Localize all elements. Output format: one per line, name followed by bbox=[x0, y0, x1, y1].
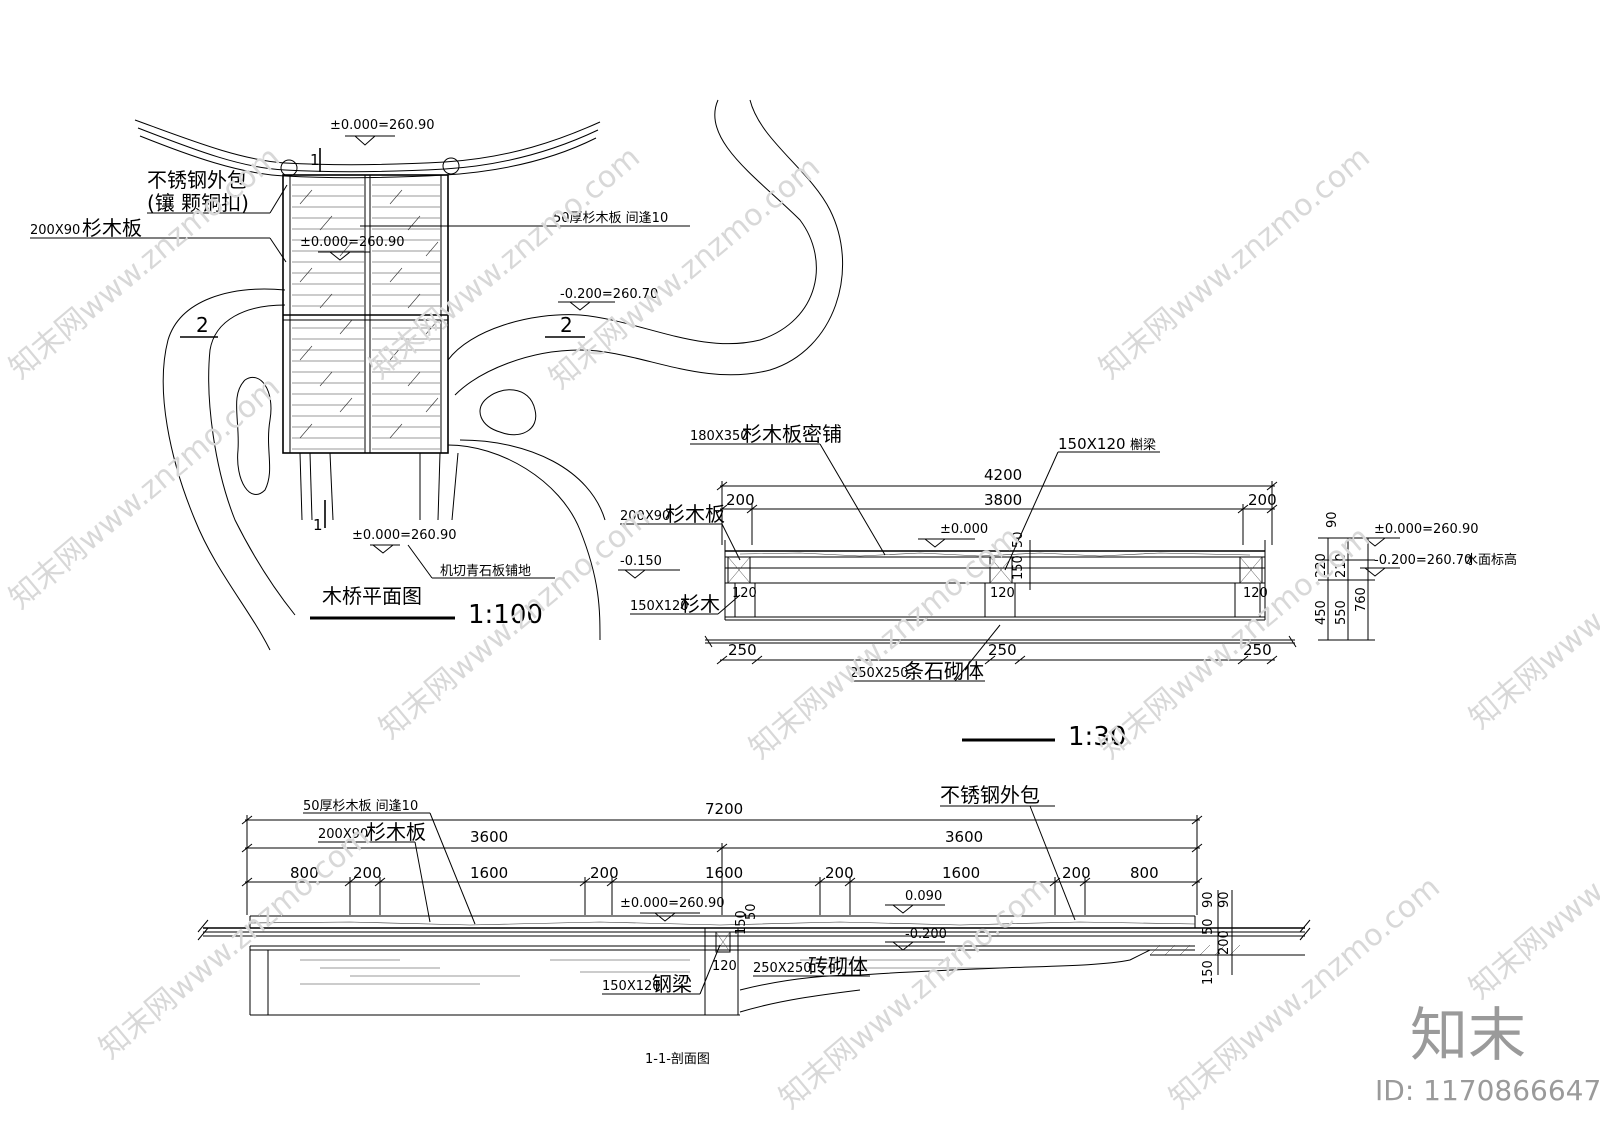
plan-elev-bottom: ±0.000=260.90 bbox=[352, 528, 457, 543]
logo-text: 知末 bbox=[1410, 1001, 1526, 1069]
s1-dim-7200: 7200 bbox=[705, 800, 743, 818]
plank-lines bbox=[292, 184, 440, 450]
s1-label-brick-name: 砖砌体 bbox=[808, 954, 868, 978]
s1-title: 1-1-剖面图 bbox=[645, 1052, 710, 1067]
section-mark-2-right: 2 bbox=[560, 313, 573, 337]
s2-dim-250-left: 250 bbox=[728, 641, 757, 659]
s2-elev-water: -0.200=260.70 bbox=[1374, 553, 1472, 568]
plan-label-paving: 机切青石板铺地 bbox=[440, 564, 531, 579]
s1-elev-zero: ±0.000=260.90 bbox=[620, 896, 725, 911]
plan-label-steel: 不锈钢外包 bbox=[147, 168, 247, 192]
s2-stone-name: 条石砌体 bbox=[904, 659, 984, 683]
s2-dim-220: 220 bbox=[1314, 553, 1329, 578]
s1-label-board-name: 杉木板 bbox=[366, 820, 426, 844]
s2-dim-760: 760 bbox=[1354, 587, 1369, 612]
s1-label-beam-size: 150X120 bbox=[602, 979, 661, 994]
s1-dim-200-d: 200 bbox=[1062, 864, 1091, 882]
section-mark-2-left: 2 bbox=[196, 313, 209, 337]
watermark-text: 知末网www.znzmo.com bbox=[773, 870, 1057, 1116]
s2-elev-top: ±0.000=260.90 bbox=[1374, 522, 1479, 537]
s2-minus-150: -0.150 bbox=[620, 554, 662, 569]
s1-dim-150-right: 150 bbox=[1201, 960, 1216, 985]
plan-label-board-name: 杉木板 bbox=[82, 216, 142, 240]
s1-elev-090: 0.090 bbox=[905, 889, 942, 904]
watermark-text: 知末网www.znzmo.com bbox=[1463, 490, 1600, 736]
s2-dim-120-left: 120 bbox=[732, 586, 757, 601]
s1-dim-120: 120 bbox=[712, 959, 737, 974]
s2-dim-250-right: 250 bbox=[1243, 641, 1272, 659]
watermark-text: 知末网www.znzmo.com bbox=[3, 370, 287, 616]
section-mark-1-bottom: 1 bbox=[313, 516, 323, 534]
plan-elev-water: -0.200=260.70 bbox=[560, 287, 658, 302]
s2-dim-150: 150 bbox=[1011, 555, 1026, 580]
s2-dim-550: 550 bbox=[1334, 600, 1349, 625]
s1-dim-200-right: 200 bbox=[1217, 930, 1232, 955]
s1-dim-3600-left: 3600 bbox=[470, 828, 508, 846]
s1-dim-1600-c: 1600 bbox=[942, 864, 980, 882]
s2-scale: 1:30 bbox=[1068, 722, 1126, 752]
s1-dim-ticks bbox=[241, 877, 1203, 915]
s2-board-size: 200X90 bbox=[620, 509, 670, 524]
s2-dim-210: 210 bbox=[1334, 553, 1349, 578]
s1-dim-1600-a: 1600 bbox=[470, 864, 508, 882]
s2-wood-name: 杉木 bbox=[680, 592, 720, 616]
s2-beam-size: 150X120 bbox=[1058, 435, 1126, 453]
s1-dim-3600-right: 3600 bbox=[945, 828, 983, 846]
watermark-text: 知末网www.znzmo.com bbox=[3, 140, 287, 386]
s1-label-steel: 不锈钢外包 bbox=[940, 783, 1040, 807]
section-1-1: 7200 3600 3600 800 200 1600 200 1600 200… bbox=[197, 783, 1311, 1067]
s2-stone-size: 250X250 bbox=[850, 666, 909, 681]
s1-elev-minus: -0.200 bbox=[905, 927, 947, 942]
s1-dim-200-a: 200 bbox=[353, 864, 382, 882]
s1-dim-150: 150 bbox=[734, 910, 749, 935]
s2-dim-450: 450 bbox=[1314, 600, 1329, 625]
plan-title: 木桥平面图 bbox=[322, 584, 422, 608]
section-mark-1-top: 1 bbox=[310, 151, 320, 169]
s2-board-name: 杉木板 bbox=[665, 502, 725, 526]
plan-label-board-size: 200X90 bbox=[30, 223, 80, 238]
watermark-logo: 知末 ID: 1170866647 bbox=[1375, 1001, 1600, 1107]
s2-wood-size: 150X120 bbox=[630, 599, 689, 614]
s2-deck-size: 180X350 bbox=[690, 429, 749, 444]
s2-dim-3800: 3800 bbox=[984, 491, 1022, 509]
s2-dim-120-right: 120 bbox=[1243, 586, 1268, 601]
watermark-text: 知末网www.znzmo.com bbox=[1463, 760, 1600, 1006]
s1-dim-800-left: 800 bbox=[290, 864, 319, 882]
s2-deck-name: 杉木板密铺 bbox=[742, 422, 842, 446]
s1-dim-200-b: 200 bbox=[590, 864, 619, 882]
s1-dim-50-right: 50 bbox=[1201, 918, 1216, 935]
plan-label-copper: (镶 颗铜扣) bbox=[147, 191, 249, 215]
s2-dim-90: 90 bbox=[1325, 511, 1340, 528]
s1-label-plank: 50厚杉木板 间逢10 bbox=[303, 799, 418, 814]
s1-dim-1600-b: 1600 bbox=[705, 864, 743, 882]
section-2-2: 4200 3800 200 200 50 150 120 120 120 250… bbox=[618, 422, 1517, 752]
s1-dim-90-a: 90 bbox=[1201, 891, 1216, 908]
plan-elev-mid: ±0.000=260.90 bbox=[300, 235, 405, 250]
s2-water-label: 水面标高 bbox=[1465, 552, 1517, 568]
image-id: ID: 1170866647 bbox=[1375, 1074, 1600, 1107]
plan-elev-top: ±0.000=260.90 bbox=[330, 118, 435, 133]
s2-dim-200-left: 200 bbox=[726, 491, 755, 509]
plan-view: 1 1 2 2 ±0.000=260.90 ±0.000=260.90 -0.2… bbox=[30, 99, 844, 651]
watermark-text: 知末网www.znzmo.com bbox=[93, 820, 377, 1066]
plan-scale: 1:100 bbox=[468, 600, 543, 630]
s1-label-brick-size: 250X250 bbox=[753, 961, 812, 976]
s1-dim-90-b: 90 bbox=[1217, 891, 1232, 908]
s1-dim-800-right: 800 bbox=[1130, 864, 1159, 882]
s2-dim-250-mid: 250 bbox=[988, 641, 1017, 659]
s2-dim-4200: 4200 bbox=[984, 466, 1022, 484]
s2-dim-120-mid: 120 bbox=[990, 586, 1015, 601]
s2-elev-zero: ±0.000 bbox=[940, 522, 988, 537]
s1-label-board-size: 200X90 bbox=[318, 827, 368, 842]
plan-label-plank: 50厚杉木板 间逢10 bbox=[553, 211, 668, 226]
s2-dim-200-right: 200 bbox=[1248, 491, 1277, 509]
s2-beam-name: 槲梁 bbox=[1130, 438, 1156, 453]
s1-dim-50: 50 bbox=[744, 903, 759, 920]
s1-label-beam-name: 钢梁 bbox=[652, 972, 692, 996]
s1-dim-200-c: 200 bbox=[825, 864, 854, 882]
watermark-text: 知末网www.znzmo.com bbox=[1093, 140, 1377, 386]
